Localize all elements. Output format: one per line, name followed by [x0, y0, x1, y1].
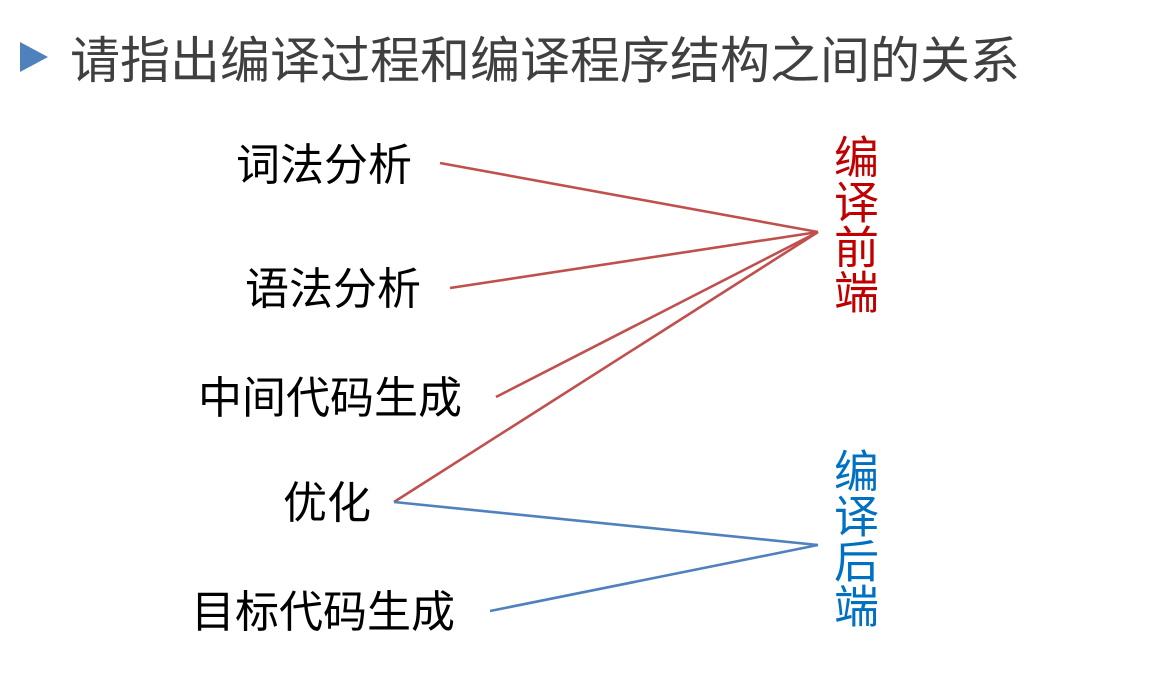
edge-optimization-to-backend: [393, 500, 819, 547]
phase-optimization: 优化: [283, 478, 371, 529]
phase-lexical-analysis: 词法分析: [236, 140, 412, 191]
slide-title: 请指出编译过程和编译程序结构之间的关系: [70, 32, 1020, 90]
phase-intermediate-code-generation: 中间代码生成: [198, 373, 462, 424]
phase-syntax-analysis: 语法分析: [245, 264, 421, 315]
phase-target-code-generation: 目标代码生成: [191, 587, 455, 638]
edge-optimization-to-frontend: [393, 230, 819, 504]
compiler-frontend-label: 编译前端: [826, 134, 879, 314]
triangle-bullet-icon: [20, 42, 48, 72]
edge-lexical-to-frontend: [439, 161, 819, 234]
slide-title-bar: 请指出编译过程和编译程序结构之间的关系: [20, 22, 1020, 92]
compiler-backend-label: 编译后端: [826, 448, 879, 628]
edge-codegen-to-backend: [489, 543, 819, 613]
edge-syntax-to-frontend: [449, 230, 819, 290]
edge-ir-to-frontend: [495, 230, 819, 399]
